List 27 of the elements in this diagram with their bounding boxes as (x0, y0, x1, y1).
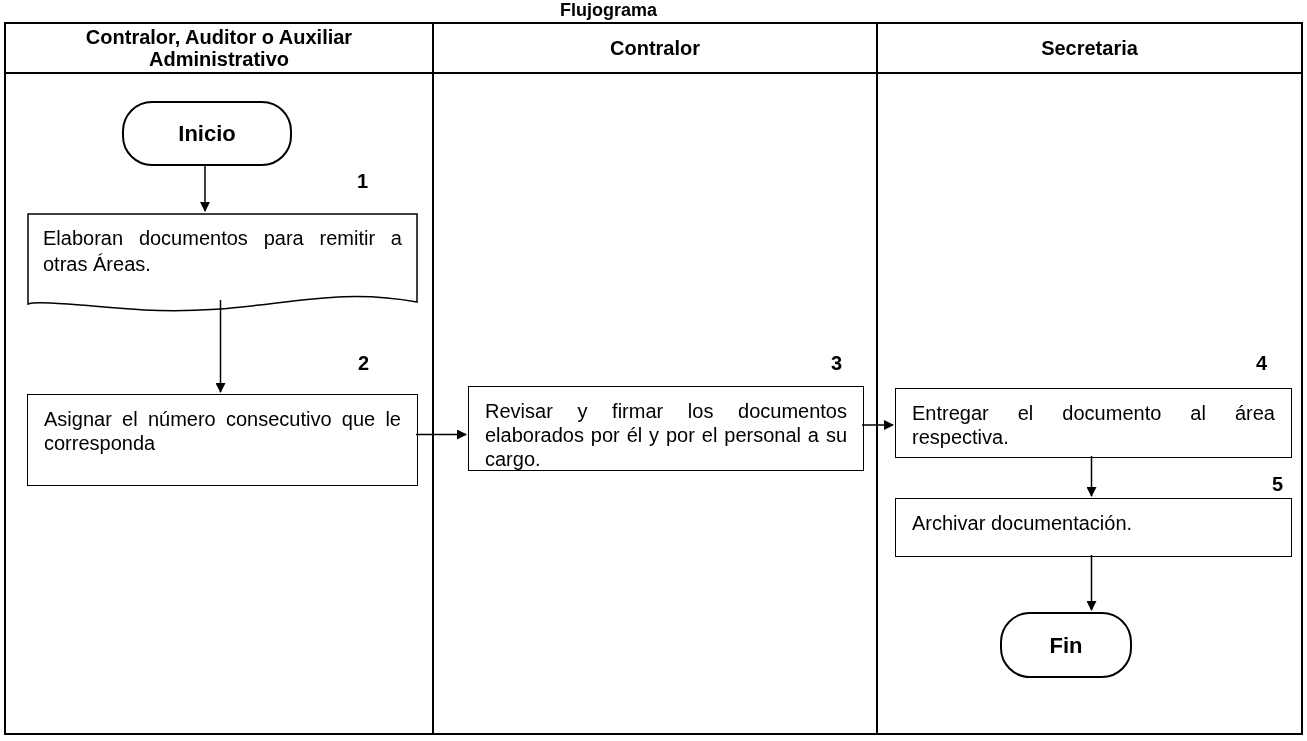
terminal-shape (122, 101, 292, 166)
lane-header: Contralor, Auditor o Auxiliar Administrativo (84, 26, 354, 70)
swimlane (4, 22, 434, 735)
step-text: Asignar el número consecutivo que le corresponda (44, 408, 401, 454)
step-number: 3 (831, 353, 843, 373)
lane-header: Contralor (610, 37, 700, 59)
step-text: Inicio (178, 120, 236, 148)
step-text: Entregar el documento al área respectiva. (912, 402, 1275, 448)
diagram-title: Flujograma (560, 0, 657, 20)
arrow (1086, 455, 1097, 497)
swimlane (876, 22, 1303, 735)
arrow (1086, 554, 1097, 611)
step-text: Elaboran documentos para remitir a otras Áreas. (43, 227, 402, 275)
step-number: 2 (358, 353, 370, 373)
arrow (415, 429, 467, 440)
step-text: Archivar documentación. (912, 512, 1133, 534)
step-number: 1 (357, 171, 369, 191)
arrow (861, 420, 894, 430)
arrow (200, 163, 210, 212)
arrow (215, 299, 226, 393)
swimlane (432, 22, 878, 735)
terminal-shape (1000, 612, 1132, 678)
step-number: 5 (1272, 474, 1284, 494)
step-text: Fin (1049, 631, 1083, 660)
step-number: 4 (1256, 353, 1268, 373)
lane-header: Secretaria (1041, 37, 1138, 59)
step-text: Revisar y firmar los documentos elaborados por él y por el personal a su cargo. (485, 400, 847, 470)
